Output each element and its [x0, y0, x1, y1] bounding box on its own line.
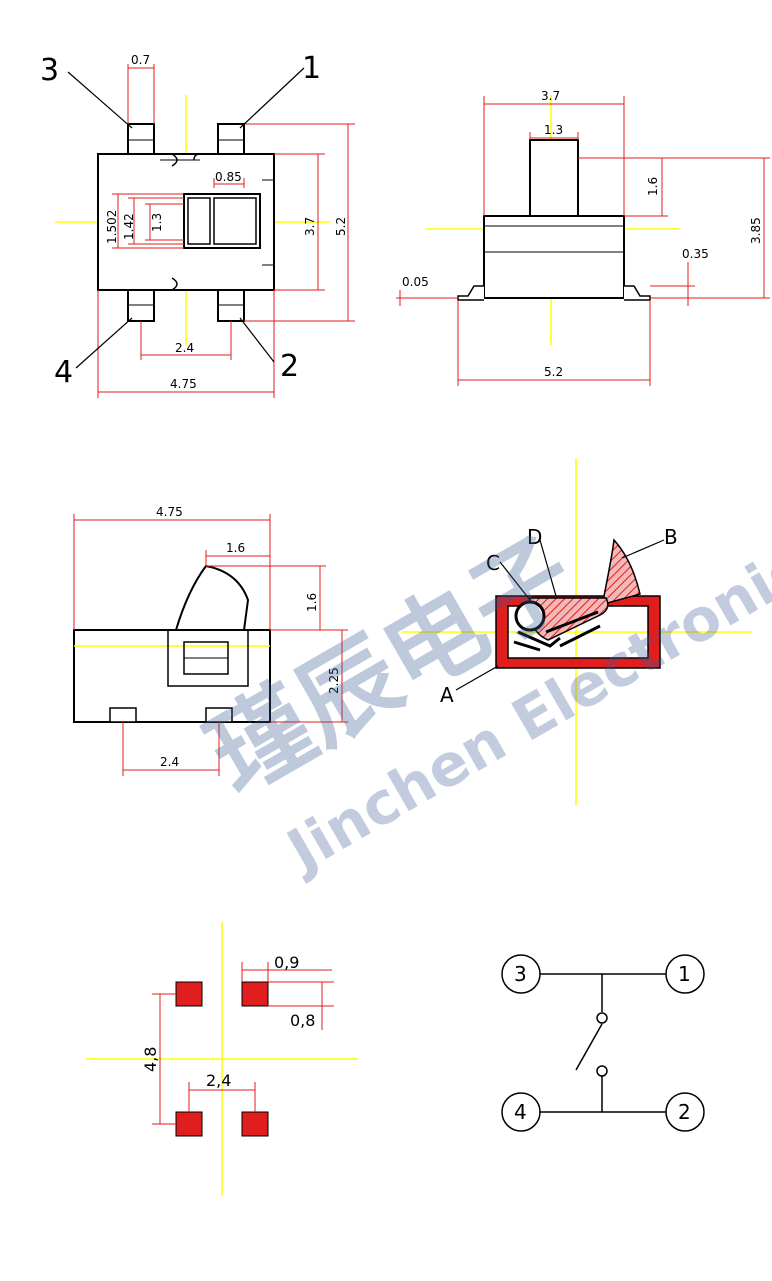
- terminal-2: [665, 1092, 705, 1132]
- dim-body-width: 4.75: [170, 377, 197, 391]
- dim-1-502: 1.502: [105, 210, 119, 244]
- terminal-label-3: 3: [514, 962, 527, 986]
- dim-gap: 0.05: [402, 275, 429, 289]
- dim-body-height: 3.7: [303, 217, 317, 236]
- front-view: 3.7 1.3 1.6 3.85 0.35 0.05 5.2: [396, 89, 770, 386]
- pin-label-2: 2: [280, 349, 299, 384]
- circuit-schematic: 3 1 4 2: [501, 954, 705, 1132]
- contact-node-bottom: [596, 1065, 608, 1077]
- dim-lever-width: 1.6: [226, 541, 245, 555]
- dim-lead-thickness: 0.35: [682, 247, 709, 261]
- pcb-footprint: 0,9 0,8 4,8 2,4: [86, 922, 358, 1196]
- actuator: [183, 193, 261, 249]
- lead-left: [457, 285, 484, 301]
- side-view: 4.75 1.6 1.6 2.25 2.4: [73, 505, 348, 776]
- dim-pitch: 2.4: [175, 341, 194, 355]
- label-a: A: [440, 683, 454, 707]
- dim-side-pitch: 2.4: [160, 755, 179, 769]
- terminal-4: [501, 1092, 541, 1132]
- dim-stem-height: 1.6: [646, 177, 660, 196]
- front-body: [483, 215, 625, 299]
- top-view: 0.7 0.85 1.502 1.42 1.3 3.7 5.2 2.4 4.75…: [40, 51, 355, 398]
- label-d: D: [527, 525, 542, 549]
- lever-part-b: [603, 538, 641, 605]
- watermark: 瑾辰电子 Jinchen Electronic: [189, 515, 772, 886]
- pad-top-left: [175, 981, 203, 1007]
- pad-bottom-left: [175, 1111, 203, 1137]
- switch-arm: [575, 1023, 603, 1071]
- dim-front-body-width: 3.7: [541, 89, 560, 103]
- label-b: B: [664, 525, 678, 549]
- lead-right: [624, 285, 651, 301]
- dim-pin-width: 0.7: [131, 53, 150, 67]
- terminal-label-2: 2: [678, 1100, 691, 1124]
- label-c: C: [486, 551, 500, 575]
- dim-pad-width: 0,9: [274, 953, 299, 972]
- pad-bottom-right: [241, 1111, 269, 1137]
- contact-node-top: [596, 1012, 608, 1024]
- pin-label-4: 4: [54, 355, 73, 390]
- dim-1-42: 1.42: [122, 213, 136, 240]
- dim-vertical-pitch: 4,8: [141, 1047, 160, 1072]
- spring-part-c: [514, 600, 546, 632]
- dim-horizontal-pitch: 2,4: [206, 1071, 231, 1090]
- pin-label-1: 1: [302, 51, 321, 86]
- dim-pad-height: 0,8: [290, 1011, 315, 1030]
- terminal-label-4: 4: [514, 1100, 527, 1124]
- lever: [174, 564, 250, 631]
- dim-lever-height: 1.6: [305, 593, 319, 612]
- dim-front-total-height: 3.85: [749, 217, 763, 244]
- dim-actuator-width: 0.85: [215, 170, 242, 184]
- dim-stem-width: 1.3: [544, 123, 563, 137]
- dim-side-body-height: 2.25: [327, 667, 341, 694]
- stem: [529, 139, 579, 217]
- dim-1-3: 1.3: [150, 213, 164, 232]
- dim-side-body-width: 4.75: [156, 505, 183, 519]
- pad-top-right: [241, 981, 269, 1007]
- pin-label-3: 3: [40, 53, 59, 88]
- terminal-3: [501, 954, 541, 994]
- section-view: A B C D: [402, 458, 752, 806]
- side-pad-left: [109, 707, 137, 723]
- dim-front-total-width: 5.2: [544, 365, 563, 379]
- terminal-1: [665, 954, 705, 994]
- terminal-label-1: 1: [678, 962, 691, 986]
- dim-total-height: 5.2: [334, 217, 348, 236]
